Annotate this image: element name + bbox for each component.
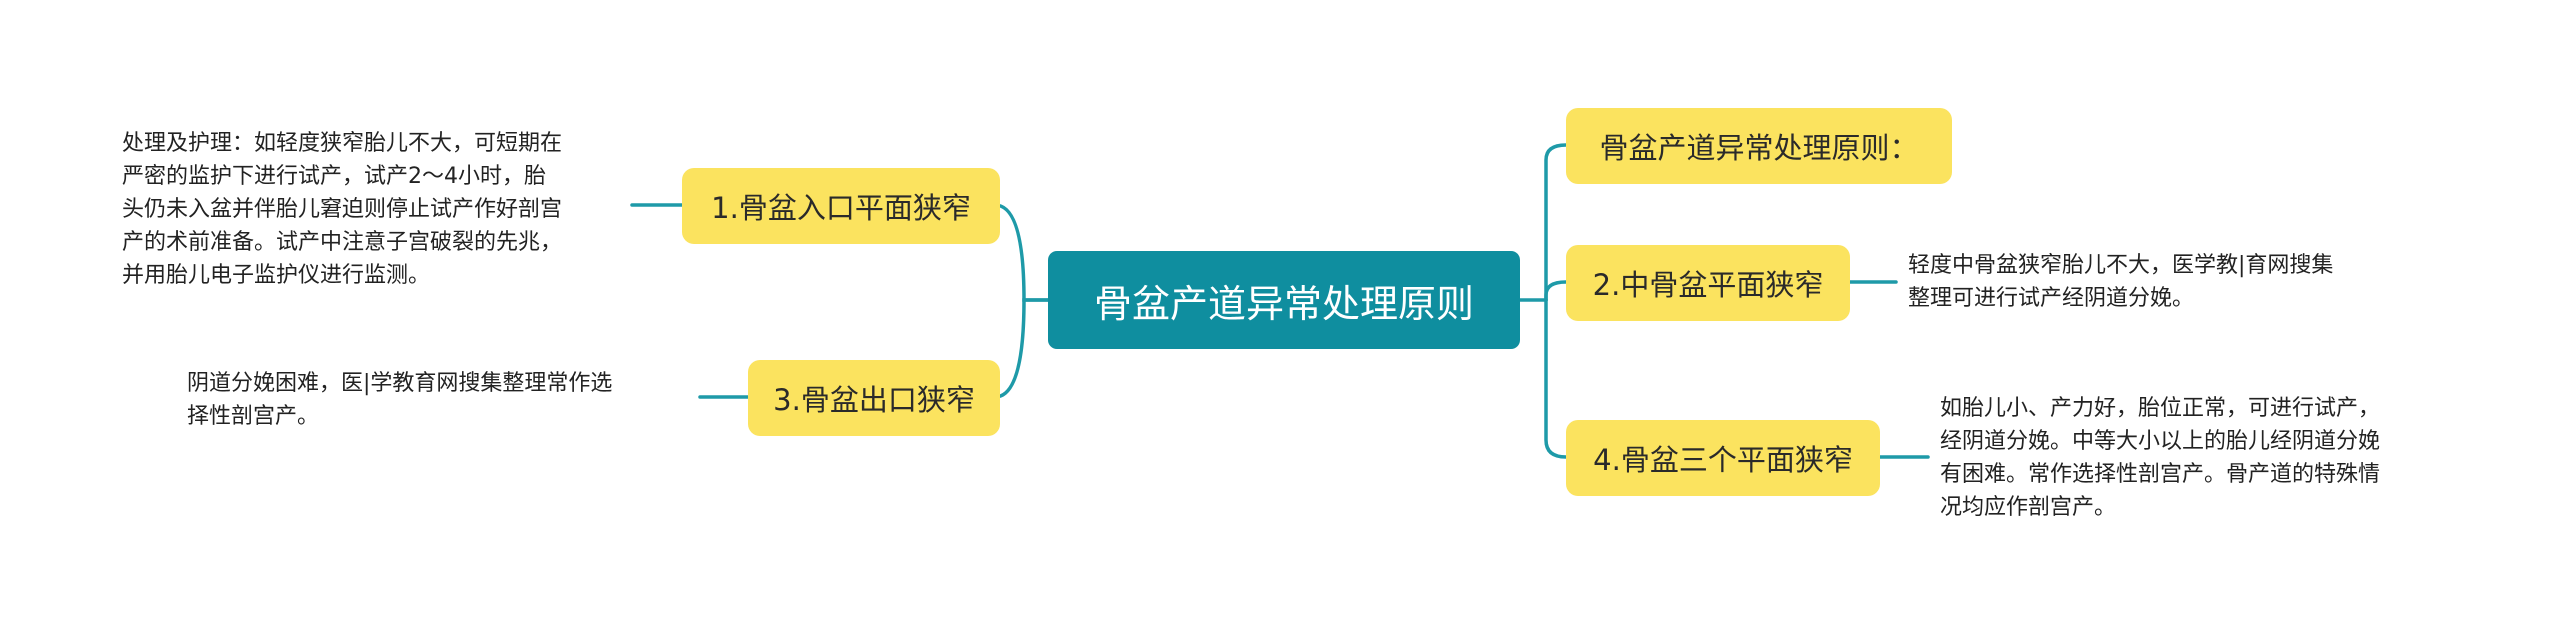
root-topic-label: 骨盆产道异常处理原则 <box>1093 281 1474 326</box>
branch-label: 1.骨盆入口平面狭窄 <box>711 191 971 225</box>
detail-line: 严密的监护下进行试产，试产2～4小时，胎 <box>122 164 546 189</box>
branch-inlet-stenosis[interactable]: 1.骨盆入口平面狭窄 <box>682 168 1000 244</box>
root-topic[interactable]: 骨盆产道异常处理原则 <box>1048 251 1520 349</box>
detail-line: 况均应作剖宫产。 <box>1940 495 2117 520</box>
detail-line: 头仍未入盆并伴胎儿窘迫则停止试产作好剖宫 <box>122 197 563 222</box>
branch-label: 2.中骨盆平面狭窄 <box>1592 268 1824 302</box>
leaf-outlet-stenosis-detail: 阴道分娩困难，医|学教育网搜集整理常作选 择性剖宫产。 <box>187 367 612 433</box>
connector-root-branch-2 <box>1544 280 1568 302</box>
detail-line: 有困难。常作选择性剖宫产。骨产道的特殊情 <box>1940 462 2381 487</box>
detail-line: 阴道分娩困难，医|学教育网搜集整理常作选 <box>187 371 613 396</box>
branch-midpelvis-stenosis[interactable]: 2.中骨盆平面狭窄 <box>1566 245 1850 321</box>
connector-root-branch-principle <box>1544 143 1568 302</box>
branch-label: 4.骨盆三个平面狭窄 <box>1593 443 1853 477</box>
branch-outlet-stenosis[interactable]: 3.骨盆出口狭窄 <box>748 360 1000 436</box>
detail-line: 产的术前准备。试产中注意子宫破裂的先兆， <box>122 230 563 255</box>
detail-line: 择性剖宫产。 <box>187 404 320 429</box>
detail-line: 整理可进行试产经阴道分娩。 <box>1908 286 2195 311</box>
connector-root-branch-3 <box>993 298 1050 399</box>
detail-line: 处理及护理：如轻度狭窄胎儿不大，可短期在 <box>122 131 563 156</box>
branch-three-plane-stenosis[interactable]: 4.骨盆三个平面狭窄 <box>1566 420 1880 496</box>
branch-principle-heading[interactable]: 骨盆产道异常处理原则： <box>1566 108 1952 184</box>
detail-line: 经阴道分娩。中等大小以上的胎儿经阴道分娩 <box>1940 429 2381 454</box>
connector-root-branch-4 <box>1544 298 1568 459</box>
detail-line: 如胎儿小、产力好，胎位正常，可进行试产， <box>1940 396 2381 421</box>
branch-label: 骨盆产道异常处理原则： <box>1599 131 1919 165</box>
detail-line: 轻度中骨盆狭窄胎儿不大，医学教|育网搜集 <box>1908 253 2334 278</box>
leaf-three-plane-stenosis-detail: 如胎儿小、产力好，胎位正常，可进行试产， 经阴道分娩。中等大小以上的胎儿经阴道分… <box>1940 392 2380 524</box>
branch-label: 3.骨盆出口狭窄 <box>773 383 975 417</box>
leaf-inlet-stenosis-detail: 处理及护理：如轻度狭窄胎儿不大，可短期在 严密的监护下进行试产，试产2～4小时，… <box>122 127 562 292</box>
connector-root-branch-1 <box>993 203 1050 302</box>
leaf-midpelvis-stenosis-detail: 轻度中骨盆狭窄胎儿不大，医学教|育网搜集 整理可进行试产经阴道分娩。 <box>1908 249 2333 315</box>
detail-line: 并用胎儿电子监护仪进行监测。 <box>122 263 431 288</box>
